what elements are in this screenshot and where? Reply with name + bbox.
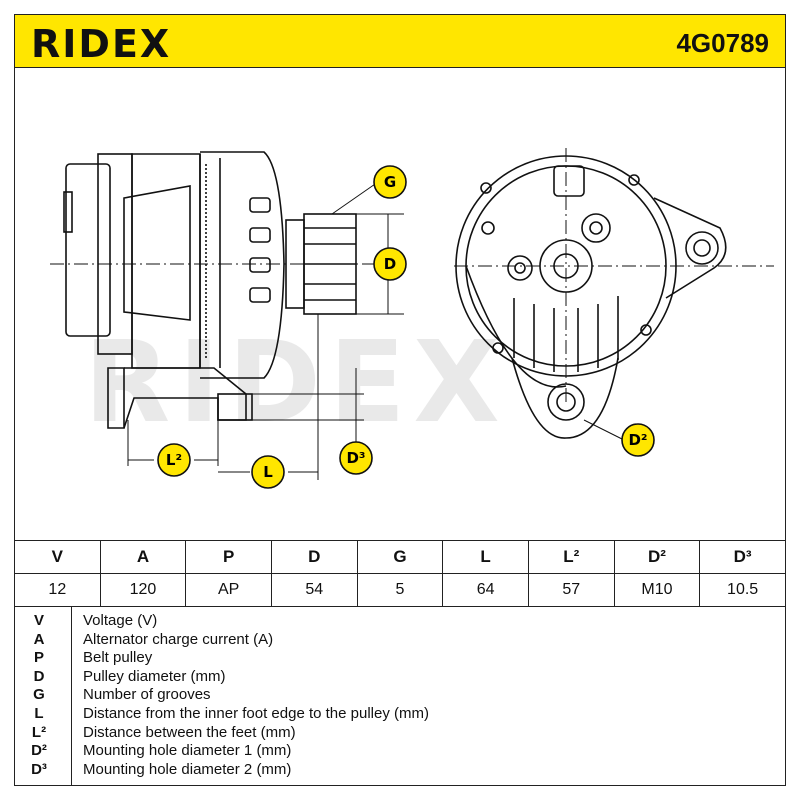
legend-row: D² Mounting hole diameter 1 (mm) <box>15 742 785 761</box>
label-d3-badge: D³ <box>339 441 373 475</box>
spec-header: V <box>14 540 101 574</box>
spec-header: D² <box>613 540 701 574</box>
legend-code: A <box>33 630 45 648</box>
header-bar: RIDEX 4G0789 <box>14 14 786 68</box>
spec-value: AP <box>185 573 272 607</box>
label-d2-badge: D² <box>621 423 655 457</box>
technical-drawing: RIDEX <box>14 68 786 540</box>
legend-row: D Pulley diameter (mm) <box>15 668 785 687</box>
spec-table: V A P D G L L² D² D³ 12 120 AP 54 5 64 5… <box>14 540 786 607</box>
spec-value: 12 <box>14 573 101 607</box>
label-d-badge: D <box>373 247 407 281</box>
legend: V Voltage (V) A Alternator charge curren… <box>14 606 786 786</box>
spec-value: 5 <box>356 573 444 607</box>
spec-header: D <box>270 540 358 574</box>
spec-header: L² <box>527 540 615 574</box>
spec-header: D³ <box>699 540 786 574</box>
legend-code: L <box>34 705 44 722</box>
legend-desc: Belt pulley <box>83 649 153 667</box>
label-l: L <box>263 463 273 481</box>
spec-value: 64 <box>442 573 529 607</box>
spec-header: G <box>356 540 444 574</box>
label-d: D <box>384 255 396 273</box>
legend-code: D² <box>31 742 47 760</box>
legend-desc: Mounting hole diameter 2 (mm) <box>83 760 292 778</box>
legend-row: G Number of grooves <box>15 686 785 705</box>
legend-row: L² Distance between the feet (mm) <box>15 724 785 743</box>
label-d3: D³ <box>346 449 365 467</box>
spec-value: 54 <box>270 573 358 607</box>
spec-value: 120 <box>99 573 187 607</box>
legend-code: D³ <box>31 760 47 778</box>
spec-header: A <box>99 540 187 574</box>
spec-value: 57 <box>527 573 615 607</box>
legend-row: P Belt pulley <box>15 649 785 668</box>
brand-logo: RIDEX <box>31 22 172 66</box>
legend-code: V <box>33 612 44 629</box>
legend-code: G <box>33 686 45 704</box>
alternator-drawing: G D L² L D³ D² <box>50 148 774 489</box>
legend-desc: Voltage (V) <box>83 612 158 629</box>
legend-desc: Distance from the inner foot edge to the… <box>83 705 429 722</box>
label-l2-badge: L² <box>157 443 191 477</box>
spec-value: M10 <box>613 573 701 607</box>
legend-code: L² <box>31 723 47 741</box>
label-l-badge: L <box>251 455 285 489</box>
label-g-badge: G <box>373 165 407 199</box>
legend-desc: Alternator charge current (A) <box>83 630 274 648</box>
part-number: 4G0789 <box>676 28 769 58</box>
label-d2: D² <box>628 431 647 449</box>
watermark: RIDEX <box>84 318 508 448</box>
legend-code: D <box>33 667 45 685</box>
spec-header-row: V A P D G L L² D² D³ <box>14 540 786 574</box>
legend-desc: Distance between the feet (mm) <box>83 723 296 741</box>
spec-value-row: 12 120 AP 54 5 64 57 M10 10.5 <box>14 573 786 607</box>
legend-row: A Alternator charge current (A) <box>15 631 785 650</box>
legend-desc: Pulley diameter (mm) <box>83 667 226 685</box>
legend-row: V Voltage (V) <box>15 612 785 631</box>
legend-row: L Distance from the inner foot edge to t… <box>15 705 785 724</box>
spec-header: P <box>185 540 272 574</box>
legend-desc: Mounting hole diameter 1 (mm) <box>83 742 292 760</box>
legend-desc: Number of grooves <box>83 686 211 704</box>
legend-code: P <box>33 649 44 667</box>
label-l2: L² <box>166 451 182 469</box>
label-g: G <box>384 173 396 191</box>
spec-value: 10.5 <box>699 573 786 607</box>
legend-row: D³ Mounting hole diameter 2 (mm) <box>15 761 785 780</box>
spec-header: L <box>442 540 529 574</box>
legend-divider <box>71 606 72 785</box>
